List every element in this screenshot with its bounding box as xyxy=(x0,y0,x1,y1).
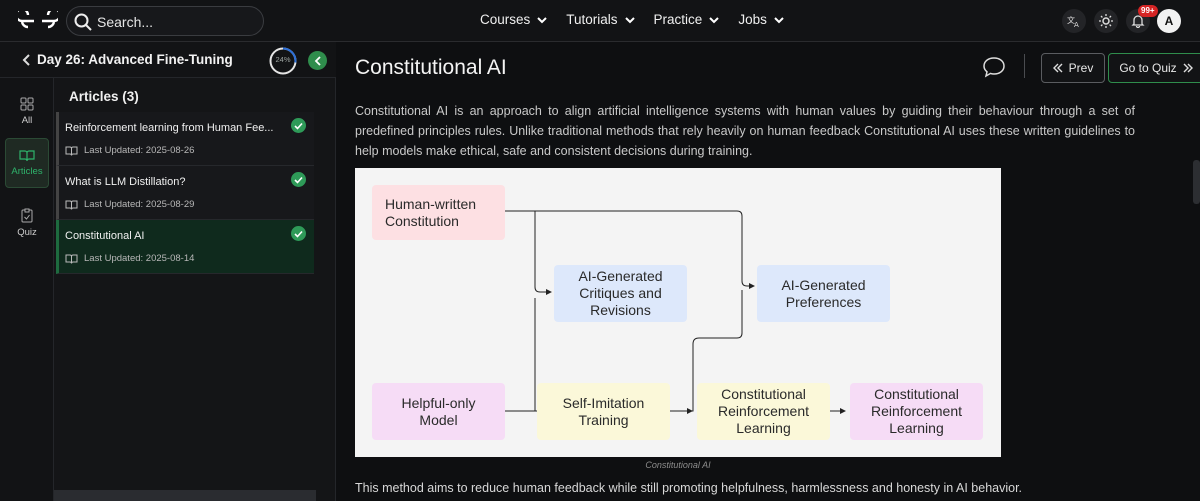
menu-label: Practice xyxy=(653,12,703,27)
article-title: Constitutional AI xyxy=(65,230,145,242)
sidebar-footer xyxy=(54,490,316,501)
node-critiques: AI-Generated Critiques and Revisions xyxy=(554,265,687,322)
chevron-down-icon xyxy=(709,16,720,23)
article-title: What is LLM Distillation? xyxy=(65,176,186,188)
menu-practice[interactable]: Practice xyxy=(654,12,721,27)
node-helpful-model: Helpful-only Model xyxy=(372,383,505,440)
top-nav: Search... Courses Tutorials Practice Job… xyxy=(0,0,1200,42)
double-chevron-right-icon xyxy=(1183,63,1193,73)
rail-articles[interactable]: Articles xyxy=(5,138,49,188)
node-constitutional-rl-1: Constitutional Reinforcement Learning xyxy=(697,383,830,440)
quiz-label: Go to Quiz xyxy=(1119,61,1177,75)
diagram-figure: Human-written Constitution AI-Generated … xyxy=(355,168,1001,457)
article-panel: Articles (3) Reinforcement learning from… xyxy=(54,78,316,501)
toolbar-divider xyxy=(1024,54,1025,78)
prev-button[interactable]: Prev xyxy=(1041,53,1105,83)
search-placeholder: Search... xyxy=(97,14,154,30)
node-label: AI-Generated Preferences xyxy=(781,276,866,310)
content-scrollbar[interactable] xyxy=(1193,160,1200,204)
page-title: Constitutional AI xyxy=(355,56,507,79)
check-icon xyxy=(291,118,306,133)
check-icon xyxy=(291,226,306,241)
menu-label: Tutorials xyxy=(566,12,618,27)
svg-text:文: 文 xyxy=(1067,15,1075,25)
menu-jobs[interactable]: Jobs xyxy=(738,12,785,27)
node-constitutional-rl-2: Constitutional Reinforcement Learning xyxy=(850,383,983,440)
article-list: Reinforcement learning from Human Fee...… xyxy=(56,112,314,274)
book-icon xyxy=(65,146,78,156)
intro-paragraph: Constitutional AI is an approach to alig… xyxy=(355,104,1135,158)
chevron-down-icon xyxy=(774,16,784,23)
rail-quiz[interactable]: Quiz xyxy=(5,198,49,248)
list-item[interactable]: What is LLM Distillation? Last Updated: … xyxy=(56,166,314,220)
rail-label: All xyxy=(21,114,33,126)
node-label: Constitutional Reinforcement Learning xyxy=(870,386,963,436)
sidebar-header: Day 26: Advanced Fine-Tuning 24% xyxy=(0,42,336,78)
menu-tutorials[interactable]: Tutorials xyxy=(566,12,635,27)
prev-label: Prev xyxy=(1068,61,1094,75)
article-content: Constitutional AI Prev Go to Quiz Consti… xyxy=(336,42,1200,501)
articles-heading: Articles (3) xyxy=(69,89,139,104)
node-label: Helpful-only Model xyxy=(401,394,476,428)
svg-text:A: A xyxy=(1074,21,1079,28)
theme-icon[interactable] xyxy=(1094,9,1118,33)
double-chevron-left-icon xyxy=(1052,63,1063,73)
node-label: Self-Imitation Training xyxy=(562,394,645,428)
logo[interactable] xyxy=(18,11,58,31)
avatar[interactable]: A xyxy=(1157,9,1181,33)
book-icon xyxy=(19,150,35,162)
search-input[interactable]: Search... xyxy=(66,6,264,36)
clipboard-icon xyxy=(21,208,33,223)
list-item[interactable]: Constitutional AI Last Updated: 2025-08-… xyxy=(56,220,314,274)
chevron-left-icon xyxy=(314,55,321,66)
node-label: Human-written Constitution xyxy=(385,195,477,229)
search-icon xyxy=(74,13,92,31)
menu-label: Jobs xyxy=(738,12,767,27)
day-title[interactable]: Day 26: Advanced Fine-Tuning xyxy=(37,52,233,67)
node-preferences: AI-Generated Preferences xyxy=(757,265,890,322)
node-label: AI-Generated Critiques and Revisions xyxy=(578,268,663,318)
left-rail: All Articles Quiz xyxy=(0,78,54,501)
chevron-down-icon xyxy=(624,16,635,23)
main-menu: Courses Tutorials Practice Jobs xyxy=(480,12,803,27)
back-chevron-icon[interactable] xyxy=(22,53,32,67)
menu-courses[interactable]: Courses xyxy=(480,12,548,27)
node-constitution: Human-written Constitution xyxy=(372,185,505,240)
sidebar-scrollbar[interactable] xyxy=(316,78,336,501)
article-meta: Last Updated: 2025-08-29 xyxy=(65,199,194,210)
closing-paragraph: This method aims to reduce human feedbac… xyxy=(355,481,1023,495)
last-updated: Last Updated: 2025-08-26 xyxy=(84,145,195,156)
chevron-down-icon xyxy=(537,16,547,23)
progress-ring: 24% xyxy=(268,46,298,76)
last-updated: Last Updated: 2025-08-29 xyxy=(84,199,195,210)
book-icon xyxy=(65,200,78,210)
comment-icon[interactable] xyxy=(982,56,1006,78)
article-meta: Last Updated: 2025-08-26 xyxy=(65,145,194,156)
book-icon xyxy=(65,254,78,264)
rail-all[interactable]: All xyxy=(5,86,49,136)
check-icon xyxy=(291,172,306,187)
rail-label: Articles xyxy=(11,166,43,177)
article-meta: Last Updated: 2025-08-14 xyxy=(65,253,194,264)
collapse-sidebar-button[interactable] xyxy=(308,51,327,70)
last-updated: Last Updated: 2025-08-14 xyxy=(84,253,195,264)
list-item[interactable]: Reinforcement learning from Human Fee...… xyxy=(56,112,314,166)
rail-label: Quiz xyxy=(17,227,37,238)
notification-badge: 99+ xyxy=(1138,5,1158,17)
go-to-quiz-button[interactable]: Go to Quiz xyxy=(1108,53,1200,83)
grid-icon xyxy=(20,97,34,110)
node-label: Constitutional Reinforcement Learning xyxy=(717,386,810,436)
node-self-imitation: Self-Imitation Training xyxy=(537,383,670,440)
article-title: Reinforcement learning from Human Fee... xyxy=(65,122,274,134)
figure-caption: Constitutional AI xyxy=(645,460,711,470)
progress-value: 24% xyxy=(275,55,291,64)
menu-label: Courses xyxy=(480,12,531,27)
